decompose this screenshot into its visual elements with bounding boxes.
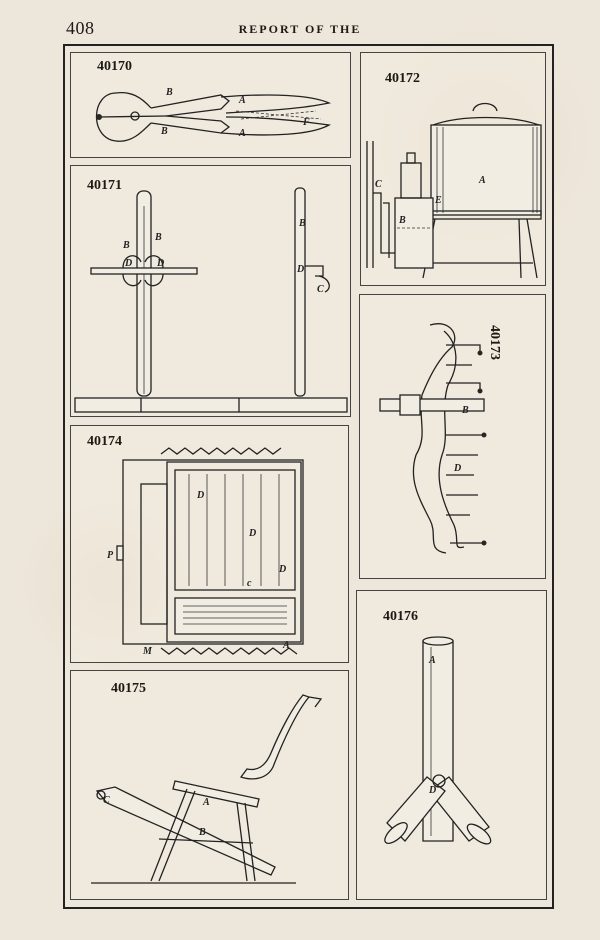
label-B: B [165, 87, 173, 98]
patent-number: 40176 [383, 609, 418, 624]
label-C: C [317, 284, 324, 295]
patent-number: 40170 [97, 59, 132, 74]
stove-drawing: D D D P c M A [107, 447, 304, 657]
label-E: E [434, 195, 442, 206]
label-D: D [453, 463, 461, 474]
patent-number: 40172 [385, 71, 420, 86]
label-A: A [238, 128, 246, 139]
label-M: M [142, 646, 153, 657]
label-B: B [122, 240, 130, 251]
label-P: P [107, 550, 114, 561]
page-number: 408 [66, 18, 95, 38]
label-A: A [202, 797, 210, 808]
boiler-drawing: A C B E [366, 102, 542, 279]
label-D: D [278, 564, 286, 575]
plate-40170: 40170 B B A A F [70, 52, 351, 158]
label-D: D [296, 264, 304, 275]
rack-drawing: B D [379, 323, 487, 554]
label-A: A [282, 640, 290, 651]
label-C: C [103, 795, 110, 806]
stand-drawing: B B D D B D C [74, 187, 348, 413]
rack-pegs [446, 344, 487, 546]
label-D: D [196, 490, 204, 501]
patent-number: 40175 [111, 681, 146, 696]
label-D: D [124, 258, 132, 269]
label-B: B [398, 215, 406, 226]
label-D: D [428, 785, 436, 796]
patent-number: 40171 [87, 178, 122, 193]
label-B: B [154, 232, 162, 243]
shears-drawing: B B A A F [95, 87, 332, 142]
label-B: B [298, 218, 306, 229]
label-B: B [160, 126, 168, 137]
label-A: A [478, 175, 486, 186]
chair-drawing: C A B [91, 694, 323, 884]
patent-number: 40174 [87, 434, 122, 449]
label-B: B [198, 827, 206, 838]
tube-drawing: A D [384, 636, 492, 845]
label-A: A [238, 95, 246, 106]
label-c: c [247, 578, 252, 589]
plate-40172: 40172 A C B E [360, 52, 546, 286]
plate-40174: 40174 D D D P c M A [70, 425, 349, 663]
label-F: F [302, 117, 310, 128]
plate-40171: 40171 B B D D B D C [70, 165, 351, 417]
label-C: C [375, 179, 382, 190]
label-D: D [156, 258, 164, 269]
plate-40176: 40176 A D [356, 590, 547, 900]
running-head: REPORT OF THE [238, 22, 362, 36]
plate-40173: 40173 B D [359, 294, 546, 579]
plate-40175: 40175 C A B [70, 670, 349, 900]
label-B: B [461, 405, 469, 416]
label-D: D [248, 528, 256, 539]
plate-frame [63, 44, 554, 909]
label-A: A [428, 655, 436, 666]
